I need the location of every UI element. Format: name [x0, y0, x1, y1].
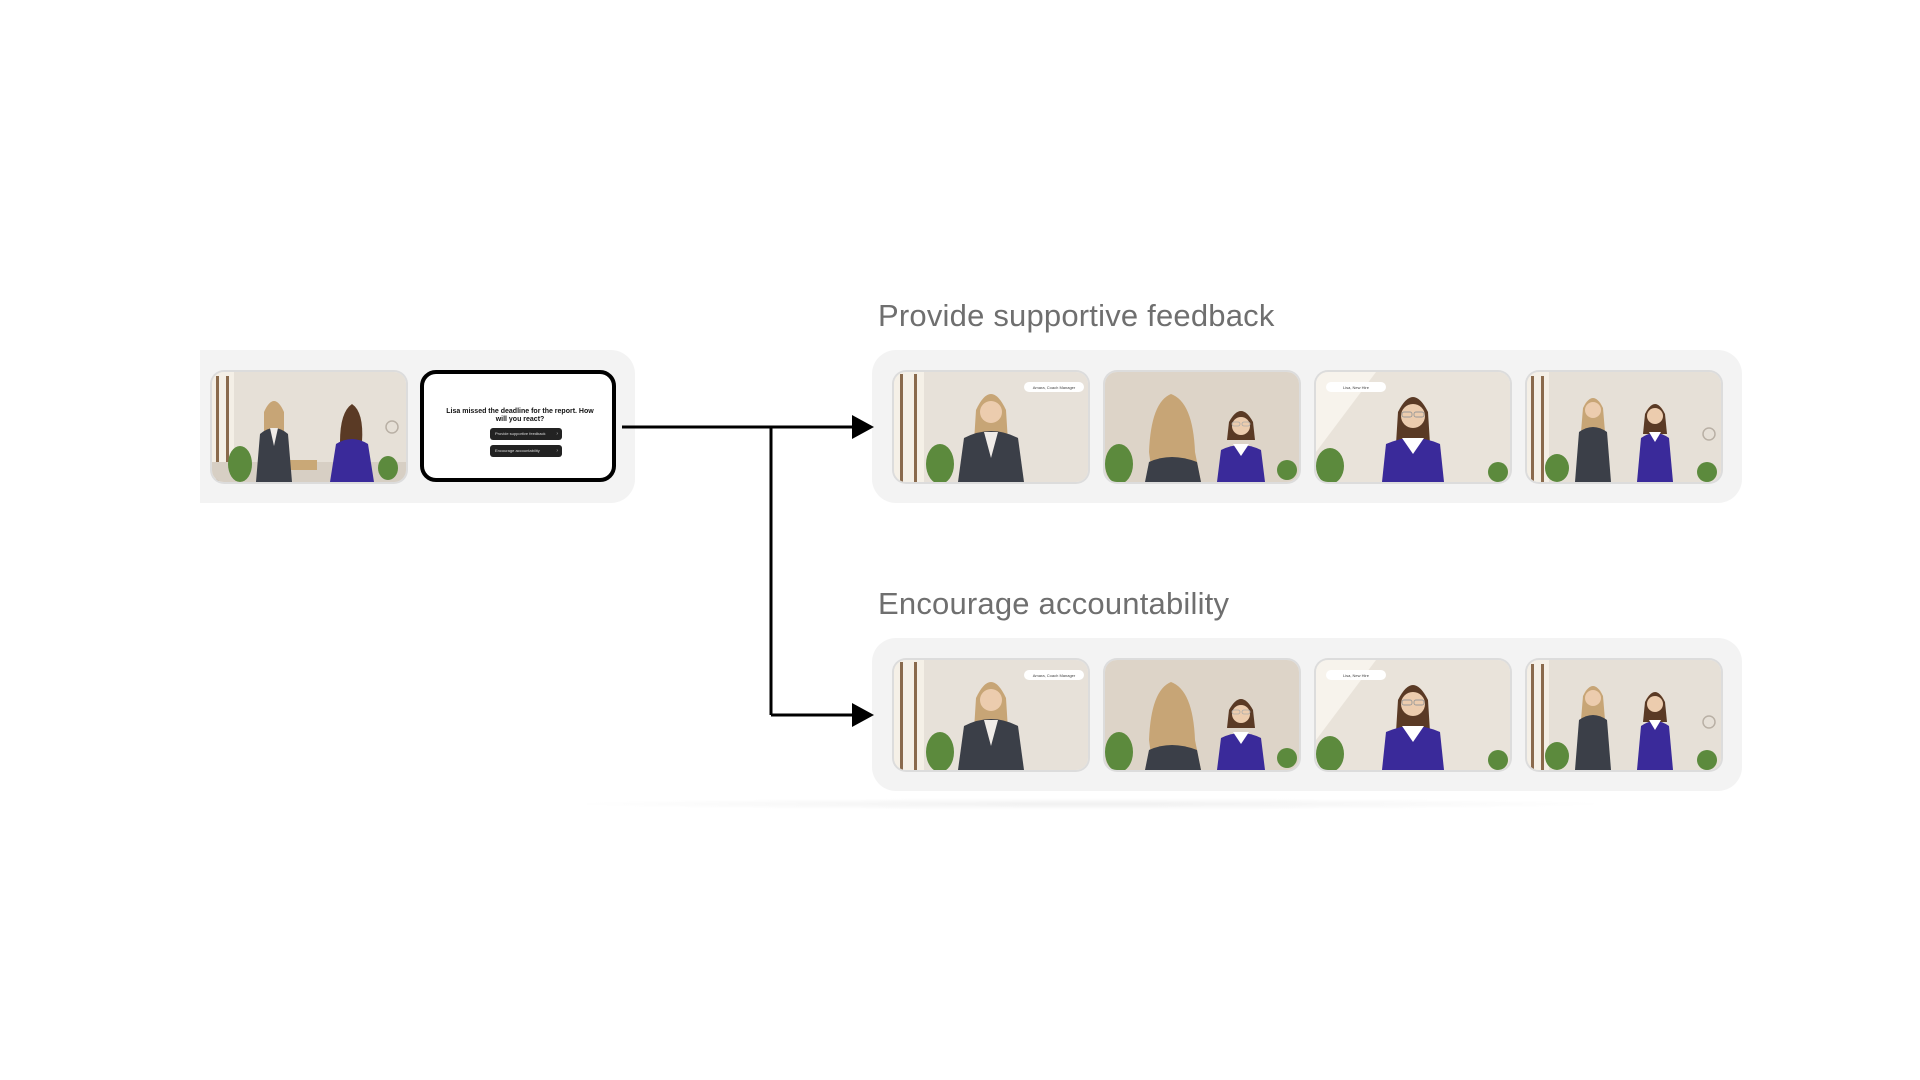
branch-label-accountability: Encourage accountability [878, 586, 1230, 621]
both-facing-camera-image [1527, 372, 1721, 482]
chevron-right-icon: › [556, 448, 558, 454]
scene-thumbnail-manager[interactable]: Amara, Coach Manager [894, 660, 1088, 770]
speaker-tag: Amara, Coach Manager [1033, 673, 1076, 678]
question-card: Lisa missed the deadline for the report.… [420, 370, 616, 482]
option-label: Provide supportive feedback [495, 431, 546, 436]
scene-thumbnail-over-shoulder[interactable] [1105, 372, 1299, 482]
over-shoulder-employee-image [1105, 660, 1299, 770]
scene-thumbnail-both[interactable] [1527, 660, 1721, 770]
option-button-supportive[interactable]: Provide supportive feedback › [490, 428, 562, 440]
floor-shadow [560, 798, 1620, 810]
option-button-accountability[interactable]: Encourage accountability › [490, 445, 562, 457]
two-person-back-view-image [212, 372, 406, 482]
both-facing-camera-image [1527, 660, 1721, 770]
speaker-tag: Lisa, New Hire [1343, 385, 1370, 390]
employee-speaking-image: Lisa, New Hire [1316, 660, 1510, 770]
question-text: Lisa missed the deadline for the report.… [446, 408, 594, 423]
scene-thumbnail-manager[interactable]: Amara, Coach Manager [894, 372, 1088, 482]
over-shoulder-employee-image [1105, 372, 1299, 482]
start-scene-thumbnail[interactable] [212, 372, 406, 482]
scene-thumbnail-employee[interactable]: Lisa, New Hire [1316, 372, 1510, 482]
arrow-head-supportive [852, 415, 874, 439]
speaker-tag: Lisa, New Hire [1343, 673, 1370, 678]
chevron-right-icon: › [556, 431, 558, 437]
manager-speaking-image: Amara, Coach Manager [894, 660, 1088, 770]
speaker-tag: Amara, Coach Manager [1033, 385, 1076, 390]
branch-label-supportive: Provide supportive feedback [878, 298, 1275, 333]
arrow-head-accountability [852, 703, 874, 727]
scene-thumbnail-over-shoulder[interactable] [1105, 660, 1299, 770]
scene-thumbnail-employee[interactable]: Lisa, New Hire [1316, 660, 1510, 770]
employee-speaking-image: Lisa, New Hire [1316, 372, 1510, 482]
scene-thumbnail-both[interactable] [1527, 372, 1721, 482]
manager-speaking-image: Amara, Coach Manager [894, 372, 1088, 482]
option-label: Encourage accountability [495, 448, 540, 453]
